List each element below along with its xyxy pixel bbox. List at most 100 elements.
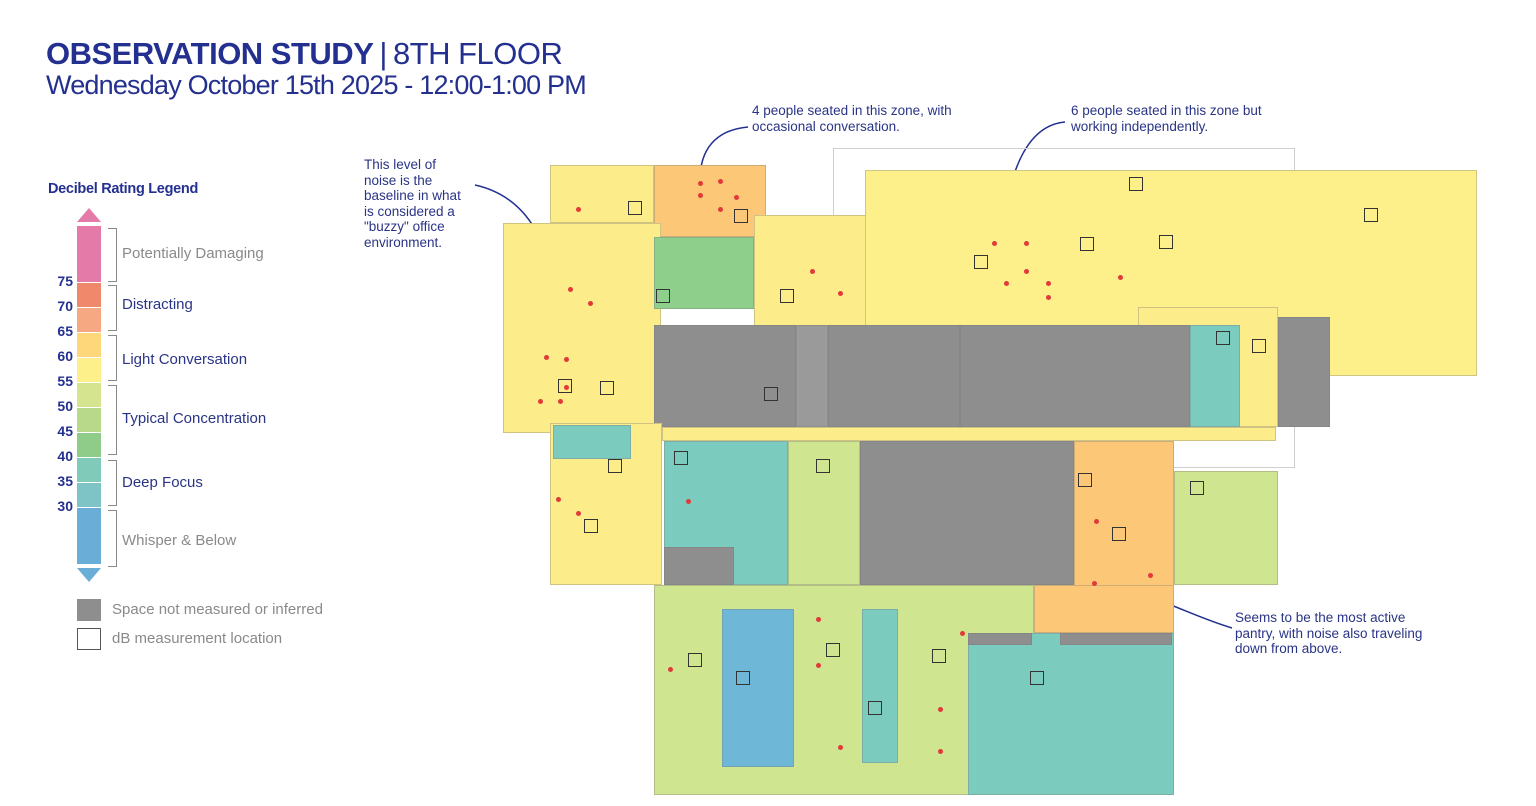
scale-seg-concentration-mid [77,408,101,432]
measurement-location [764,387,778,401]
bracket-distracting [108,285,117,331]
occupant-dot [838,291,843,296]
measurement-location [1216,331,1230,345]
occupant-dot [564,385,569,390]
tick-45: 45 [57,423,73,439]
grey-strip [796,325,828,427]
scale-seg-damaging [77,226,101,282]
bracket-conversation [108,335,117,381]
zone-west-meeting-green [654,237,754,309]
scale-seg-focus-low [77,483,101,507]
zone-east-green [1174,471,1278,585]
level-damaging: Potentially Damaging [122,245,264,262]
key-measurement-location: dB measurement location [112,630,283,647]
measurement-location [1252,339,1266,353]
occupant-dot [1094,519,1099,524]
level-focus: Deep Focus [122,474,203,491]
measurement-location [600,381,614,395]
occupant-dot [1092,581,1097,586]
title-floor: 8TH FLOOR [392,36,563,71]
measurement-location [688,653,702,667]
occupant-dot [564,357,569,362]
annotation-pantry: Seems to be the most active pantry, with… [1235,610,1423,656]
grey-south-bar-1 [968,633,1032,645]
measurement-location [734,209,748,223]
measurement-location [1190,481,1204,495]
level-distracting: Distracting [122,296,193,313]
occupant-dot [992,241,997,246]
measurement-location [558,379,572,393]
occupant-dot [1148,573,1153,578]
zone-teal-small-west [553,425,631,459]
occupant-dot [1046,281,1051,286]
occupant-dot [938,707,943,712]
core-west-grey [654,325,796,427]
measurement-location [1159,235,1173,249]
tick-75: 75 [57,273,73,289]
occupant-dot [1118,275,1123,280]
annotation-six-people: 6 people seated in this zone but working… [1071,103,1262,134]
occupant-dot [1046,295,1051,300]
key-measurement-swatch [77,628,101,650]
bracket-whisper [108,510,117,567]
measurement-location [656,289,670,303]
measurement-location [1080,237,1094,251]
tick-65: 65 [57,323,73,339]
measurement-location [932,649,946,663]
occupant-dot [556,497,561,502]
measurement-location [868,701,882,715]
core-far-east-grey [1278,317,1330,427]
measurement-location [628,201,642,215]
title-main: OBSERVATION STUDY [46,36,374,71]
measurement-location [584,519,598,533]
scale-seg-focus-high [77,458,101,482]
occupant-dot [734,195,739,200]
teal-east-room [1190,325,1240,427]
tick-70: 70 [57,298,73,314]
occupant-dot [544,355,549,360]
occupant-dot [1004,281,1009,286]
level-conversation: Light Conversation [122,351,248,368]
occupant-dot [538,399,543,404]
title-separator: | [379,36,387,71]
occupant-dot [938,749,943,754]
key-not-measured: Space not measured or inferred [112,601,323,618]
bracket-concentration [108,385,117,455]
core-east-grey [960,325,1190,427]
zone-south-blue [722,609,794,767]
scale-seg-distracting-high [77,283,101,307]
scale-seg-concentration-low [77,433,101,457]
zone-south-east-teal [968,633,1174,795]
scale-seg-concentration-high [77,383,101,407]
key-grey-swatch [77,599,101,621]
zone-light-green-mid [788,441,860,585]
occupant-dot [718,179,723,184]
tick-35: 35 [57,473,73,489]
measurement-location [674,451,688,465]
core-mid-grey [828,325,960,427]
measurement-location [608,459,622,473]
measurement-location [780,289,794,303]
occupant-dot [698,181,703,186]
scale-up-arrow-icon [77,208,101,222]
occupant-dot [816,663,821,668]
measurement-location [974,255,988,269]
measurement-location [816,459,830,473]
occupant-dot [718,207,723,212]
occupant-dot [686,499,691,504]
zone-south-orange [1034,585,1174,633]
occupant-dot [960,631,965,636]
measurement-location [1078,473,1092,487]
scale-seg-whisper [77,508,101,564]
occupant-dot [698,193,703,198]
zone-northwest-desks [550,165,654,223]
tick-50: 50 [57,398,73,414]
bracket-damaging [108,228,117,282]
grey-south-bar-2 [1060,633,1172,645]
scale-seg-conversation-high [77,333,101,357]
scale-down-arrow-icon [77,568,101,582]
level-whisper: Whisper & Below [122,532,237,549]
measurement-location [826,643,840,657]
level-concentration: Typical Concentration [122,410,267,427]
tick-60: 60 [57,348,73,364]
